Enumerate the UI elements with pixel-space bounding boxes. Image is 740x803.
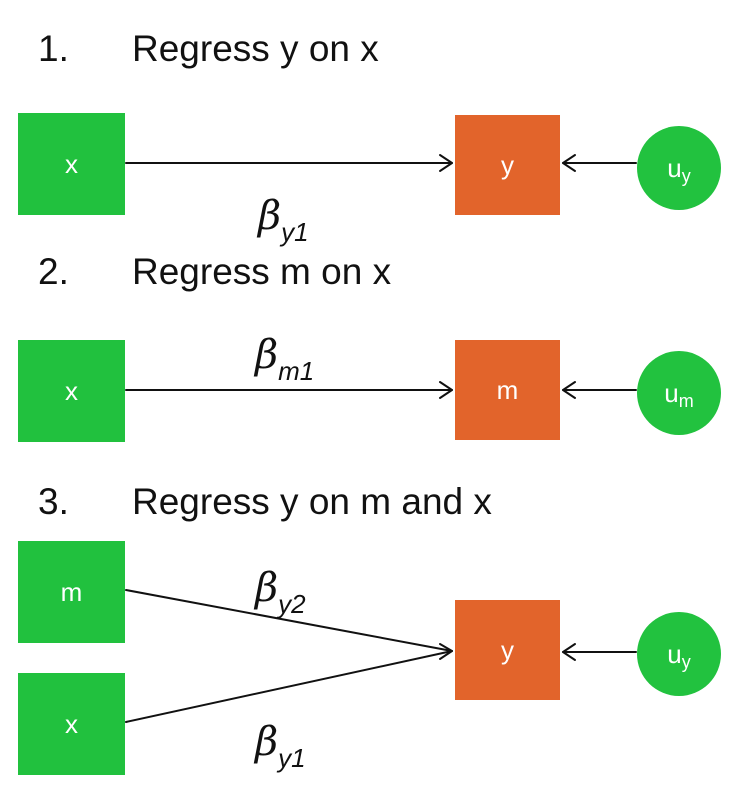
panel-3-node-m-label: m	[60, 576, 83, 607]
panel-3-beta-y2: βy2	[255, 565, 306, 617]
panel-3-node-y-label: y	[501, 634, 514, 665]
panel-3-error-sub: y	[681, 651, 691, 672]
panel-3-number: 3.	[38, 481, 69, 522]
panel-1-number: 1.	[38, 28, 69, 69]
panel-3-error-base: u	[667, 638, 682, 669]
panel-2-error-base: u	[664, 377, 679, 408]
panel-1-arrowhead-x-to-y	[439, 154, 453, 172]
panel-1-error-base: u	[667, 152, 682, 183]
panel-1-node-y: y	[455, 115, 560, 215]
panel-3-title: Regress y on m and x	[132, 481, 492, 522]
panel-2-node-m: m	[455, 340, 560, 440]
panel-2-beta-m1: βm1	[255, 332, 314, 384]
panel-3-beta-y1-symbol: β	[255, 719, 279, 765]
panel-2-number: 2.	[38, 251, 69, 292]
panel-3-edge-m-to-y	[125, 589, 453, 652]
panel-2-beta-symbol: β	[255, 332, 279, 378]
panel-3-beta-y1-sub: y1	[278, 743, 306, 773]
panel-2-error-sub: m	[678, 390, 694, 411]
panel-1-beta-y1: βy1	[258, 193, 309, 245]
panel-1-node-x-label: x	[65, 148, 78, 179]
panel-2-node-x-label: x	[65, 375, 78, 406]
panel-1-error-sub: y	[681, 165, 691, 186]
panel-1-title: Regress y on x	[132, 28, 379, 69]
panel-3-beta-y2-symbol: β	[255, 565, 279, 611]
panel-3-node-m: m	[18, 541, 125, 643]
panel-2-beta-sub: m1	[278, 356, 315, 386]
panel-2-node-m-label: m	[496, 374, 519, 405]
panel-3-node-x: x	[18, 673, 125, 775]
panel-2-title: Regress m on x	[132, 251, 392, 292]
panel-2-arrowhead-u-to-m	[562, 381, 576, 399]
panel-1-arrowhead-u-to-y	[562, 154, 576, 172]
panel-3-edge-x-to-y	[125, 650, 453, 723]
panel-3-beta-y2-sub: y2	[278, 589, 306, 619]
panel-1-node-x: x	[18, 113, 125, 215]
panel-1-beta-sub: y1	[281, 217, 309, 247]
panel-3-beta-y1: βy1	[255, 719, 306, 771]
panel-2-node-x: x	[18, 340, 125, 442]
panel-3-node-x-label: x	[65, 708, 78, 739]
panel-3-arrowhead-u-to-y	[562, 643, 576, 661]
panel-3-arrowhead-to-y	[439, 643, 453, 660]
panel-1-beta-symbol: β	[258, 193, 282, 239]
panel-1-node-y-label: y	[501, 149, 514, 180]
panel-3-node-y: y	[455, 600, 560, 700]
panel-2-arrowhead-x-to-m	[439, 381, 453, 399]
